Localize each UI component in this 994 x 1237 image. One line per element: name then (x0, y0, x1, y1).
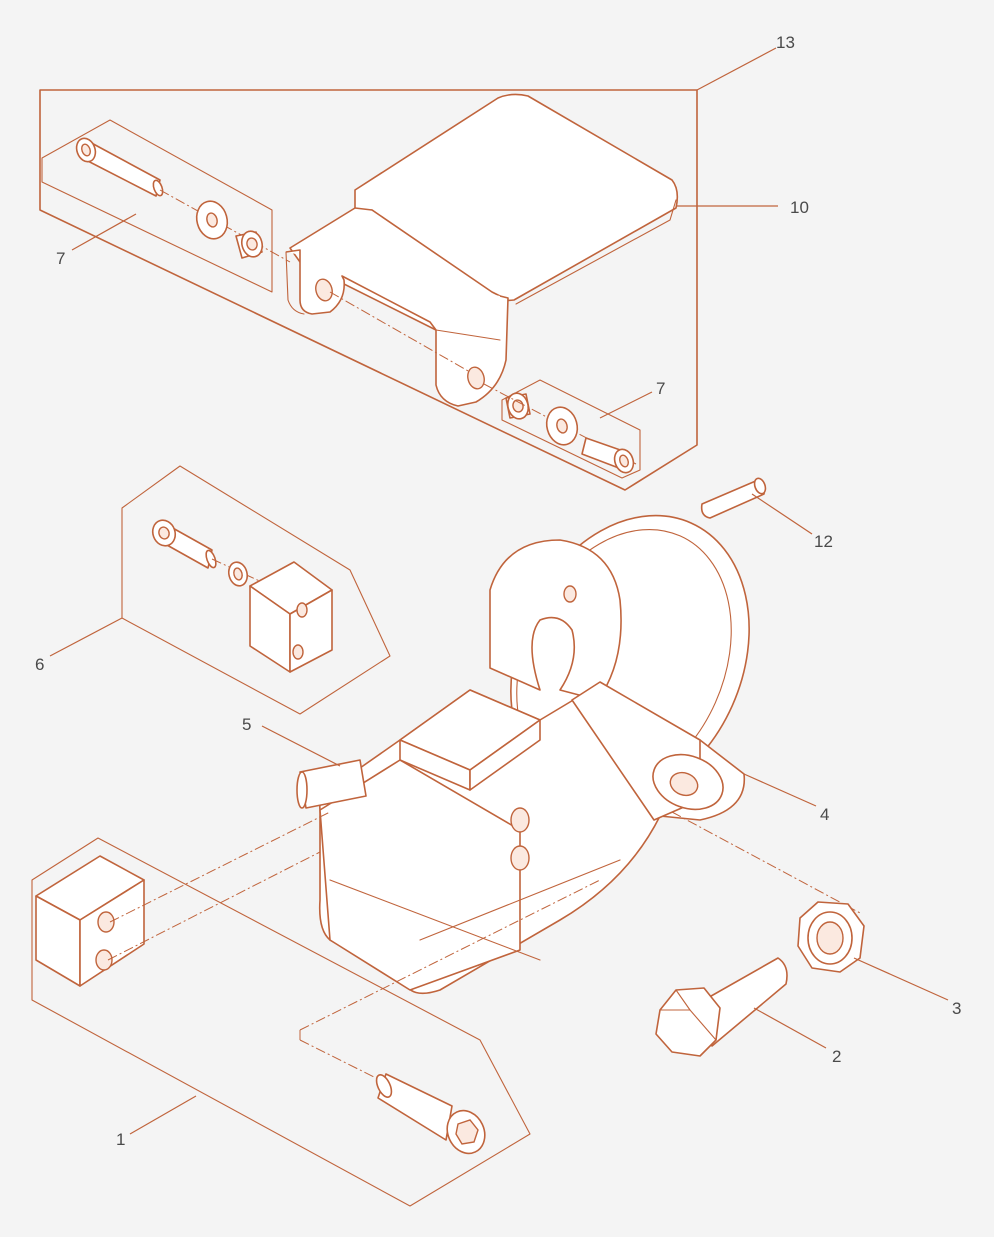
bushing-right (505, 392, 531, 420)
cover-plate (285, 93, 679, 407)
hardware-kit-frame-left (41, 119, 273, 293)
leader-4 (743, 773, 817, 807)
shoulder-bolt-left (75, 137, 164, 197)
callout-7-left: 7 (56, 249, 65, 268)
axis-line-cover (329, 291, 471, 373)
callout-13: 13 (776, 33, 795, 52)
leader-lines (49, 47, 949, 1135)
callout-4: 4 (820, 805, 829, 824)
axis-line-screw (299, 879, 601, 1031)
leader-3 (853, 957, 949, 1001)
hex-nut (797, 901, 865, 973)
jaw-insert-block (249, 561, 333, 673)
guide-pin (296, 759, 367, 809)
dowel-pin (700, 477, 767, 519)
bushing-left (235, 230, 264, 259)
cap-screw (151, 519, 217, 569)
axis-line-block-bottom (107, 851, 321, 961)
callout-10: 10 (790, 198, 809, 217)
axis-line-block-top (109, 811, 331, 923)
leader-12 (751, 493, 813, 535)
axis-line-nut (671, 811, 863, 915)
shoulder-bolt-right (581, 437, 635, 474)
washer-left (195, 200, 229, 240)
jaw-insert-kit-group (121, 465, 391, 715)
main-body-group (296, 514, 863, 1086)
callout-labels: 13 10 7 7 12 6 5 4 3 2 1 (35, 33, 961, 1149)
washer-right (545, 406, 579, 446)
callout-2: 2 (832, 1047, 841, 1066)
leader-7-left (71, 213, 137, 251)
lower-block (35, 855, 145, 987)
hex-bolt (655, 957, 788, 1057)
leader-2 (753, 1007, 827, 1049)
leader-6 (49, 617, 123, 657)
leader-5 (261, 725, 341, 767)
callout-12: 12 (814, 532, 833, 551)
socket-head-screw (375, 1073, 486, 1155)
callout-7-right: 7 (656, 379, 665, 398)
callout-1: 1 (116, 1130, 125, 1149)
cover-assembly-frame (39, 89, 698, 491)
leader-13 (696, 47, 777, 91)
callout-5: 5 (242, 715, 251, 734)
lower-block-kit-group (31, 811, 531, 1207)
leader-7-right (599, 391, 653, 419)
cover-assembly-group (39, 89, 698, 491)
hardware-kit-frame-right (501, 379, 641, 479)
callout-3: 3 (952, 999, 961, 1018)
lower-block-kit-frame (31, 837, 531, 1207)
c-frame-body (318, 681, 746, 995)
callout-6: 6 (35, 655, 44, 674)
lock-washer (227, 561, 249, 587)
axis-line-screw-run (299, 1039, 391, 1086)
leader-1 (129, 1095, 197, 1135)
